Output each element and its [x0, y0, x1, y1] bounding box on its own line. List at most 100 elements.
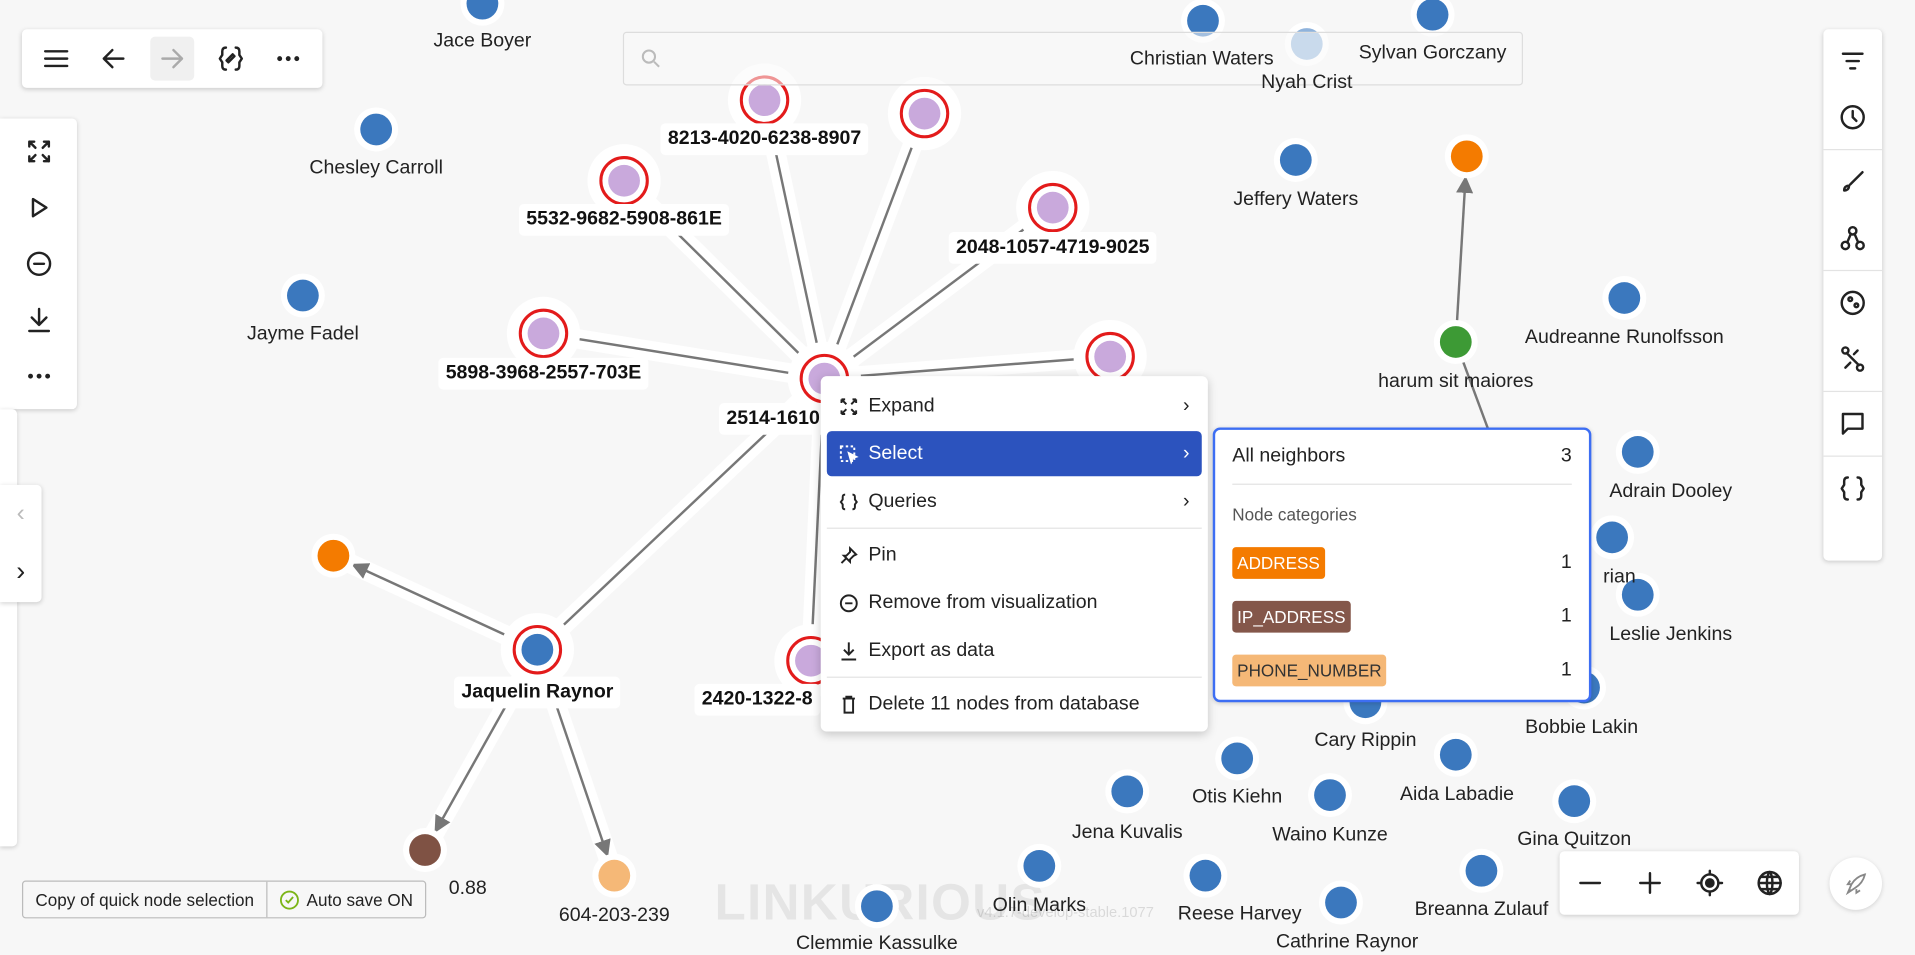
- node-circle: [287, 279, 319, 312]
- graph-node[interactable]: [1444, 134, 1489, 179]
- edge[interactable]: [543, 332, 825, 380]
- plus-icon: [1638, 872, 1661, 894]
- graph-node[interactable]: [280, 273, 325, 318]
- node-circle: [409, 834, 441, 866]
- edge[interactable]: [536, 377, 826, 651]
- graph-node[interactable]: [1319, 880, 1363, 925]
- node-circle: [1450, 140, 1483, 173]
- select-all-neighbors[interactable]: All neighbors 3: [1232, 430, 1572, 485]
- graph-node[interactable]: [1615, 429, 1660, 474]
- brush-icon: [1842, 170, 1864, 192]
- node-circle: [1439, 326, 1472, 358]
- graph-node[interactable]: [506, 296, 581, 371]
- graph-node[interactable]: [592, 853, 637, 898]
- graph-node[interactable]: [854, 884, 899, 929]
- chevron-right-icon[interactable]: ›: [16, 555, 26, 587]
- fit-to-screen-button[interactable]: [16, 129, 60, 173]
- graph-node[interactable]: [1183, 853, 1228, 898]
- menu-item-remove[interactable]: Remove from visualization: [827, 580, 1202, 625]
- node-circle: [1439, 738, 1472, 771]
- menu-icon: [43, 50, 69, 68]
- graph-node[interactable]: [460, 0, 505, 26]
- timeline-button[interactable]: [1831, 95, 1875, 139]
- graph-node[interactable]: [1615, 572, 1660, 617]
- node-circle: [1314, 779, 1346, 811]
- visualization-name[interactable]: Copy of quick node selection: [23, 881, 268, 918]
- graph-node[interactable]: [403, 828, 447, 873]
- categories-heading: Node categories: [1232, 504, 1357, 524]
- node-circle: [1111, 775, 1144, 808]
- node-circle: [527, 317, 560, 350]
- styles-button[interactable]: [1831, 281, 1875, 325]
- zoom-out-button[interactable]: [1568, 861, 1612, 905]
- left-drawer-toggle[interactable]: ‹ ›: [0, 484, 42, 603]
- graph-node[interactable]: [1433, 732, 1478, 777]
- graph-node[interactable]: [1016, 170, 1090, 245]
- node-circle: [795, 644, 827, 677]
- menu-button[interactable]: [34, 37, 78, 81]
- remove-button[interactable]: [16, 242, 60, 286]
- forward-button[interactable]: [150, 36, 195, 81]
- filter-button[interactable]: [1831, 39, 1875, 83]
- graph-node[interactable]: [311, 533, 356, 578]
- edge[interactable]: [823, 113, 926, 380]
- more-icon: [27, 373, 50, 379]
- download-icon: [27, 307, 50, 333]
- graph-node[interactable]: [1602, 276, 1647, 320]
- graph-node[interactable]: [500, 613, 575, 687]
- back-button[interactable]: [92, 37, 136, 81]
- menu-item-expand[interactable]: Expand›: [827, 383, 1202, 428]
- queries-button[interactable]: [1831, 467, 1875, 511]
- search-bar[interactable]: [622, 31, 1523, 86]
- download-button[interactable]: [16, 298, 60, 342]
- check-circle-icon: [279, 890, 299, 909]
- edge[interactable]: [824, 355, 1111, 380]
- autosave-status[interactable]: Auto save ON: [267, 882, 425, 917]
- more-icon: [277, 56, 300, 62]
- edge[interactable]: [1454, 175, 1474, 343]
- menu-item-export[interactable]: Export as data: [827, 628, 1202, 673]
- locate-button[interactable]: [1687, 861, 1731, 905]
- graph-node[interactable]: [1590, 515, 1635, 560]
- graph-node[interactable]: [1410, 0, 1455, 37]
- chevron-left-icon[interactable]: ‹: [16, 499, 25, 527]
- graph-node[interactable]: [1552, 779, 1597, 824]
- graph-node[interactable]: [1459, 848, 1504, 893]
- zoom-in-button[interactable]: [1627, 861, 1671, 905]
- whats-new-button[interactable]: [1829, 857, 1883, 910]
- comments-button[interactable]: [1831, 402, 1875, 446]
- graph-node[interactable]: [1073, 319, 1147, 394]
- node-circle: [1036, 191, 1069, 224]
- design-button[interactable]: [1831, 160, 1875, 204]
- geo-mode-button[interactable]: [1747, 861, 1791, 905]
- play-layout-button[interactable]: [16, 186, 60, 230]
- graph-node[interactable]: [1105, 769, 1150, 814]
- graph-node[interactable]: [1308, 773, 1352, 818]
- menu-item-pin[interactable]: Pin: [827, 532, 1202, 577]
- graph-node[interactable]: [887, 76, 962, 151]
- graph-layout-button[interactable]: [1831, 216, 1875, 260]
- right-tools-panel: [1823, 29, 1883, 561]
- more-button[interactable]: [266, 37, 310, 81]
- menu-item-delete[interactable]: Delete 11 nodes from database: [827, 681, 1202, 726]
- graph-node[interactable]: [1433, 319, 1478, 364]
- graph-node[interactable]: [354, 107, 399, 152]
- more-tools-button[interactable]: [16, 354, 60, 398]
- shortest-path-button[interactable]: [1831, 337, 1875, 381]
- menu-item-queries[interactable]: Queries›: [827, 479, 1202, 524]
- zoom-controls: [1559, 851, 1799, 915]
- graph-node[interactable]: [1273, 138, 1318, 182]
- graph-node[interactable]: [1215, 736, 1260, 781]
- graph-node[interactable]: [1017, 843, 1062, 888]
- node-circle: [1221, 742, 1254, 775]
- graph-node[interactable]: [587, 144, 661, 218]
- node-circle: [1187, 4, 1219, 37]
- edit-query-button[interactable]: [208, 37, 252, 81]
- node-circle: [598, 859, 631, 892]
- search-input[interactable]: [672, 42, 1509, 77]
- menu-item-select[interactable]: Select›: [826, 431, 1202, 477]
